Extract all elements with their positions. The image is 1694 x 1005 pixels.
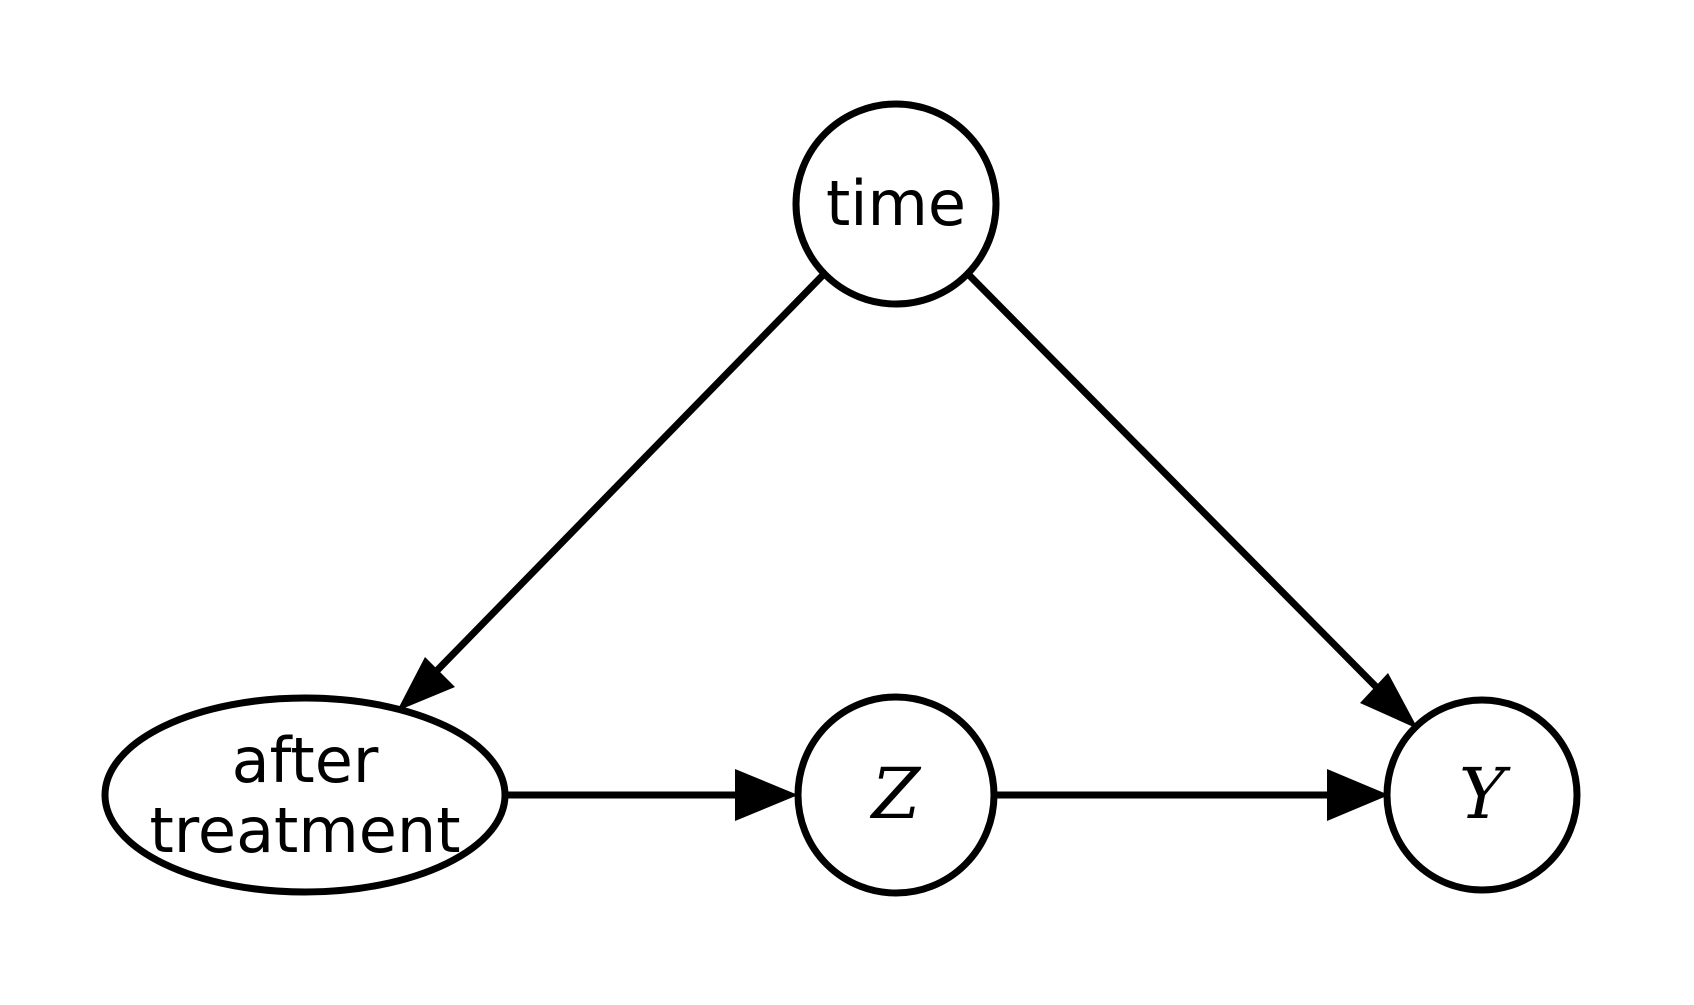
- node-Y-label: Y: [1459, 753, 1511, 835]
- node-after-treatment-label-line2: treatment: [149, 794, 460, 867]
- node-time-circle[interactable]: [792, 100, 1000, 308]
- node-Y-circle[interactable]: [1383, 696, 1581, 894]
- node-Z-circle[interactable]: [794, 693, 998, 897]
- arrowhead-after-treatment-Z: [735, 769, 798, 821]
- edge-line-time-Y: [965, 271, 1400, 711]
- arrowhead-Z-Y: [1327, 769, 1389, 821]
- edge-after-treatment-to-Z: [505, 769, 798, 821]
- edge-Z-to-Y: [994, 769, 1389, 821]
- node-after-treatment[interactable]: after treatment: [101, 694, 509, 896]
- node-time[interactable]: time: [792, 100, 1000, 308]
- edge-time-to-after-treatment: [397, 271, 827, 711]
- edge-line-time-after-treatment: [415, 271, 827, 693]
- node-Z[interactable]: Z: [794, 693, 998, 897]
- edge-time-to-Y: [965, 271, 1418, 729]
- node-after-treatment-label-line1: after: [232, 724, 379, 797]
- node-after-treatment-ellipse[interactable]: [101, 694, 509, 896]
- arrowhead-time-after-treatment: [397, 657, 455, 711]
- arrowhead-time-Y: [1360, 673, 1418, 729]
- node-Y[interactable]: Y: [1383, 696, 1581, 894]
- node-time-label: time: [826, 167, 966, 240]
- node-Z-label: Z: [870, 753, 922, 835]
